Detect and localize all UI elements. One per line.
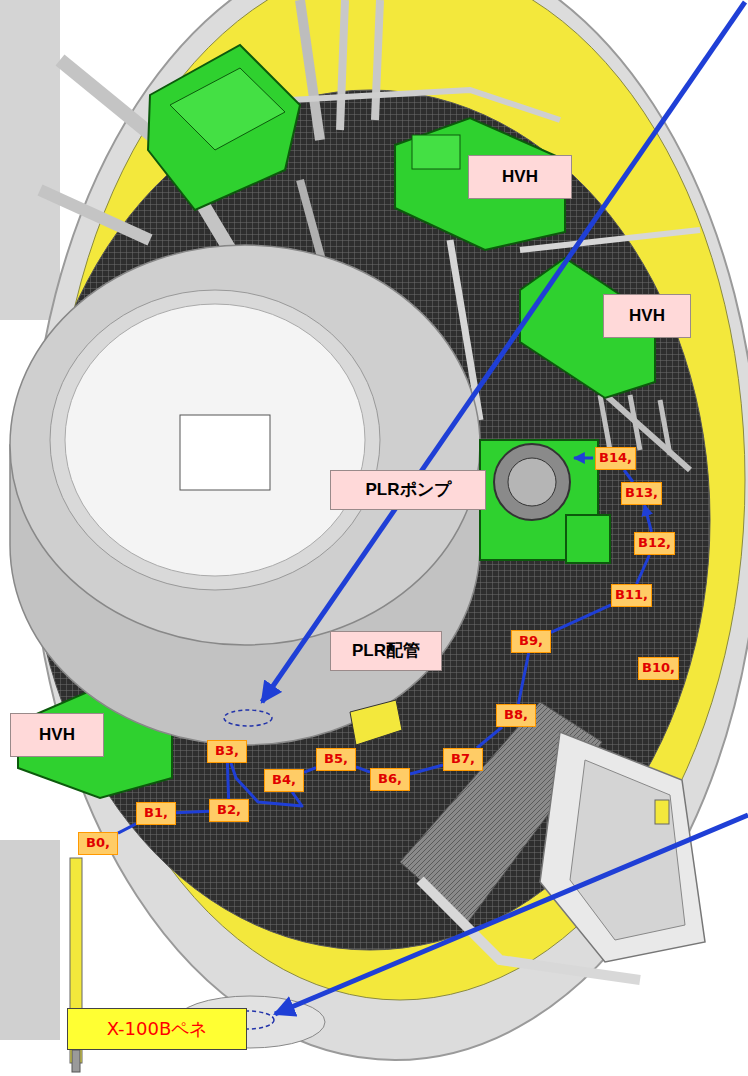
label-text: HVH [502,167,538,187]
label-text: B13, [625,486,658,501]
callout-box: PLR配管 [330,631,442,671]
hvh-unit-top [170,68,285,150]
outer-structure [0,840,60,1040]
yellow-plate [350,700,402,745]
outer-structure [0,0,60,320]
route-point: B14, [595,447,636,470]
route-line [304,768,316,773]
callout-box: HVH [603,294,691,338]
label-text: PLR配管 [352,641,420,661]
callout-box: HVH [468,155,572,199]
structure [420,880,640,980]
label-text: B9, [519,634,543,649]
route-line [176,811,209,812]
pedestal-inner [65,304,365,576]
label-text: B3, [215,744,239,759]
label-text: B0, [86,836,110,851]
label-text: B5, [324,752,348,767]
pipe [40,190,150,240]
label-text: B1, [144,806,168,821]
pipe [340,0,345,130]
route-point: B2, [209,799,249,822]
callout-box: HVH [10,713,104,757]
route-point: B8, [496,704,536,727]
route-line [477,727,502,748]
label-text: B4, [272,773,296,788]
route-line [118,824,136,833]
hvh-unit [148,45,300,210]
route-point: B5, [316,748,356,771]
pump-casing-inner [508,458,556,506]
route-point: B11, [611,584,652,607]
pipe [290,90,560,120]
pointer-arrow [262,2,745,702]
route-line [624,470,633,482]
route-line [644,505,651,532]
label-text: B6, [378,772,402,787]
route-point: B10, [638,657,679,680]
hvh-unit-top [412,135,460,169]
inner-box [180,415,270,490]
route-point: B12, [634,532,675,555]
route-line [356,767,370,772]
route-point: B0, [78,832,118,855]
route-point: B7, [443,748,483,771]
label-text: HVH [629,306,665,326]
equipment-body [540,732,705,962]
pipe [600,395,610,450]
pedestal-top [10,245,480,645]
target-ellipse [224,710,272,726]
route-point: B3, [207,740,247,763]
label-text: B14, [599,451,632,466]
route-line [410,765,443,774]
label-text: B10, [642,661,675,676]
pipe [600,390,690,470]
penetration-label: X-100Bペネ [67,1008,247,1050]
label-text: B7, [451,752,475,767]
route-point: B13, [621,482,662,505]
label-text: B12, [638,536,671,551]
pipe [300,0,320,140]
route-point: B6, [370,768,410,791]
label-text: B2, [217,803,241,818]
label-text: X-100Bペネ [107,1019,208,1040]
yellow-patch [655,800,669,824]
label-text: PLRポンプ [366,480,451,500]
pedestal-opening [50,290,380,590]
route-point: B9, [511,630,551,653]
pipe [630,395,640,450]
pointer-arrow [275,815,748,1014]
pointer-arrow [574,457,593,460]
route-line [637,555,650,584]
label-text: B8, [504,708,528,723]
route-line [227,763,228,799]
pump-motor [566,515,610,563]
route-line [518,653,528,704]
callout-box: PLRポンプ [330,470,486,510]
route-point: B4, [264,769,304,792]
pipe [660,400,670,455]
route-line [551,605,611,632]
label-text: HVH [39,725,75,745]
route-point: B1, [136,802,176,825]
label-text: B11, [615,588,648,603]
pump-casing [494,444,570,520]
pipe [375,0,380,120]
guide-pipe-end [72,1050,80,1072]
